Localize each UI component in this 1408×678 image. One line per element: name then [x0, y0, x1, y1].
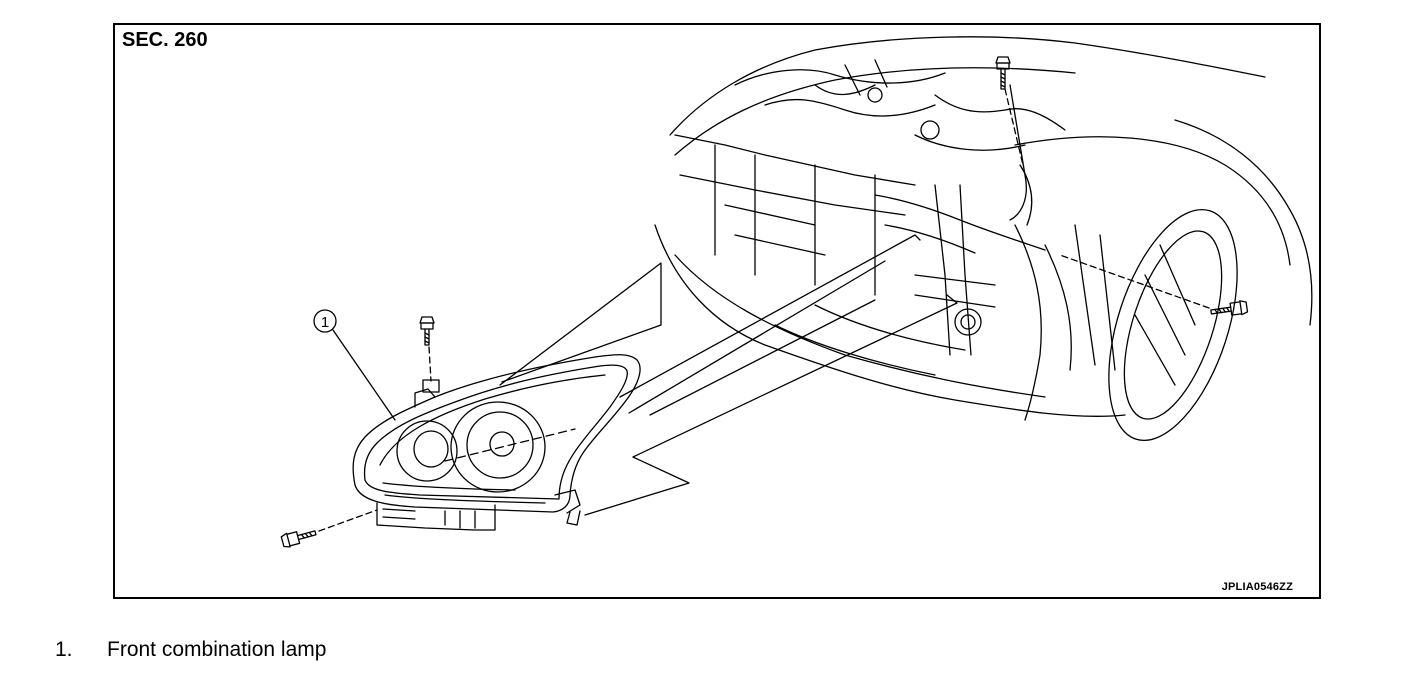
vehicle-front-end-drawing	[655, 37, 1312, 456]
section-label: SEC. 260	[122, 29, 208, 51]
legend-number: 1.	[55, 638, 73, 661]
bolt-icon	[1210, 300, 1248, 319]
bolt-icon	[996, 57, 1010, 89]
bolt-icon	[281, 526, 317, 548]
legend-text: Front combination lamp	[107, 638, 327, 661]
bolt-icon	[420, 317, 434, 345]
callout-marker	[314, 310, 395, 420]
assembly-leader-lines	[500, 235, 957, 515]
callout-number: 1	[321, 314, 329, 331]
diagram-frame: SEC. 260	[113, 23, 1321, 599]
exploded-view-drawing: 1	[115, 25, 1321, 599]
figure-id: JPLIA0546ZZ	[1221, 581, 1293, 593]
front-combination-lamp-drawing	[353, 355, 640, 530]
